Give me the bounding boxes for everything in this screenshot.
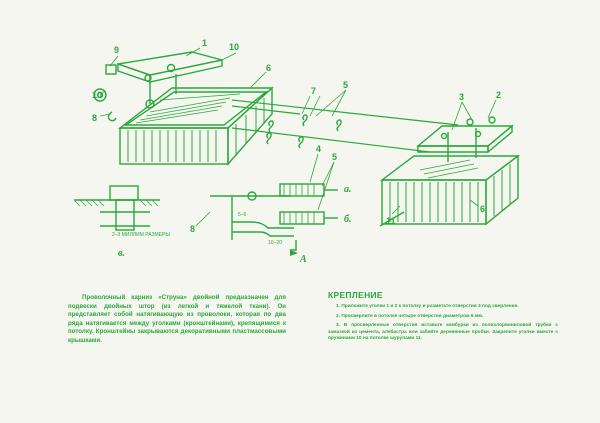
part-9-label: 9 <box>114 45 119 55</box>
detail-a-section: а. <box>279 183 352 197</box>
gap-dimension-label: 2–3 МИЛЛИМ РАЗМЕРЫ <box>112 232 170 238</box>
fastening-heading: КРЕПЛЕНИЕ <box>328 290 383 300</box>
wire-hooks <box>266 114 342 149</box>
right-bracket-assembly <box>379 116 521 227</box>
detail-tensioner: 5–6 10–20 А <box>210 191 307 265</box>
part-10-label-top: 10 <box>229 42 239 52</box>
part-2-label: 2 <box>496 90 501 100</box>
detail-a-letter: а. <box>344 184 352 195</box>
view-arrow-letter: А <box>299 254 307 265</box>
leader-lines <box>99 47 497 227</box>
part-10-label-left: 10 <box>92 90 102 100</box>
part-6-label-right: 6 <box>480 204 485 214</box>
fastening-step: 1. Приложите уголки 1 и 2 к потолку и ра… <box>336 304 519 309</box>
part-7-label: 7 <box>311 86 316 96</box>
part-3-label: 3 <box>459 92 464 102</box>
fastening-step: 3. В просверленные отверстия вставьте ко… <box>328 323 558 342</box>
cornice-assembly-drawing: 2–3 МИЛЛИМ РАЗМЕРЫ в. 5–6 10–20 А <box>73 38 521 265</box>
dim-56-label: 5–6 <box>238 212 247 218</box>
part-8-label: 8 <box>92 113 97 123</box>
detail-v-clamp: 2–3 МИЛЛИМ РАЗМЕРЫ в. <box>73 185 170 259</box>
part-5-label-mid: 5 <box>332 152 337 162</box>
detail-b-section: б. <box>279 211 352 225</box>
dim-1020-label: 10–20 <box>268 240 282 246</box>
fastening-instructions: КРЕПЛЕНИЕ 1. Приложите уголки 1 и 2 к по… <box>328 290 558 346</box>
part-4-label: 4 <box>316 144 321 154</box>
left-bracket-assembly <box>93 51 274 166</box>
part-11-label: 11 <box>386 216 396 226</box>
part-8-label-detail: 8 <box>190 224 195 234</box>
part-5-label-top: 5 <box>343 80 348 90</box>
product-description: Проволочный карниз «Струна» двойной пред… <box>68 294 286 344</box>
part-6-label-left: 6 <box>266 63 271 73</box>
part-1-label: 1 <box>202 38 207 48</box>
fastening-step: 2. Просверлите в потолке четыре отверсти… <box>336 313 484 319</box>
detail-v-letter: в. <box>118 248 125 259</box>
detail-b-letter: б. <box>344 214 352 225</box>
string-wires <box>231 99 459 153</box>
